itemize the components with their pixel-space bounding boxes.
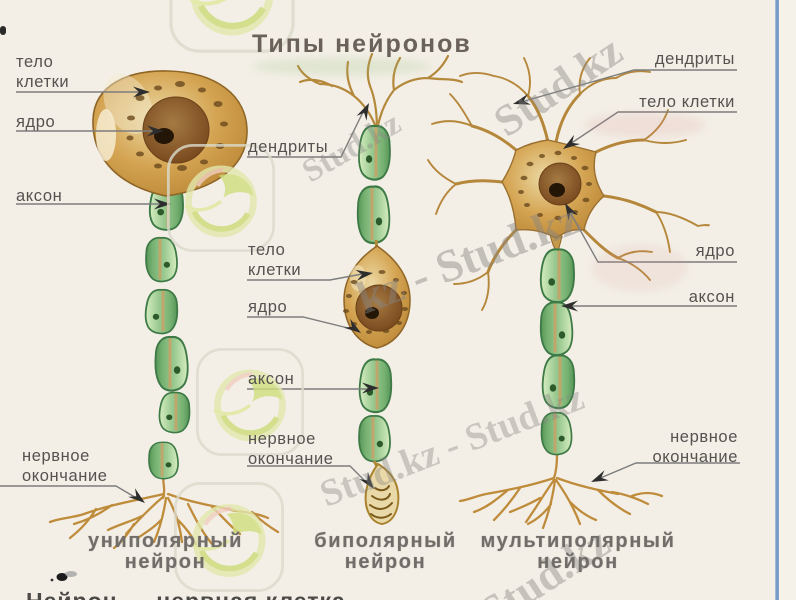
caption-unipolar-neuron: униполярный нейрон: [88, 530, 243, 573]
page-edge-line: [775, 0, 779, 600]
label-bipolar-axon: аксон: [248, 370, 295, 388]
label-unipolar-nucleus: ядро: [16, 113, 56, 131]
label-leader-lines: [0, 69, 740, 500]
label-multipolar-nucleus: ядро: [695, 242, 735, 260]
caption-bipolar-neuron: биполярный нейрон: [314, 530, 457, 573]
label-multipolar-dendrites: дендриты: [654, 50, 735, 68]
bipolar-upper-process: [355, 124, 392, 245]
multipolar-nissl-speckles: [518, 150, 592, 221]
label-unipolar-axon: аксон: [16, 187, 63, 205]
bipolar-nucleolus: [365, 307, 379, 319]
multipolar-nucleolus: [549, 183, 565, 197]
label-unipolar-nerve-ending: нервное окончание: [22, 447, 108, 485]
bipolar-nerve-ending: [364, 460, 400, 526]
unipolar-nerve-endings: [48, 476, 280, 550]
page-margin-strip: [779, 0, 796, 600]
multipolar-cell-body: [501, 139, 605, 239]
diagram-title: Типы нейронов: [252, 30, 472, 58]
label-unipolar-cell-body: тело клетки: [16, 53, 70, 91]
label-bipolar-cell-body: тело клетки: [248, 241, 302, 279]
bipolar-neuron-drawing: [296, 52, 464, 526]
next-section-heading: Нейрон — нервная клетка: [26, 588, 346, 600]
multipolar-axon-myelin: [539, 233, 576, 456]
label-multipolar-cell-body: тело клетки: [639, 93, 735, 111]
multipolar-nerve-endings: [458, 453, 664, 530]
unipolar-nissl-speckles: [126, 81, 228, 171]
label-bipolar-dendrites: дендриты: [248, 138, 329, 156]
bipolar-nucleus: [355, 284, 403, 332]
bipolar-axon-myelin: [357, 357, 393, 463]
label-arrowheads: [128, 86, 609, 503]
label-multipolar-axon: аксон: [688, 288, 735, 306]
caption-multipolar-neuron: мультиполярный нейрон: [480, 530, 676, 573]
paper-specks: [0, 26, 77, 582]
label-bipolar-nucleus: ядро: [248, 298, 288, 316]
bipolar-dendrites: [296, 52, 464, 132]
label-multipolar-nerve-ending: нервное окончание: [652, 428, 738, 466]
bipolar-cell-body: [343, 239, 411, 349]
label-bipolar-nerve-ending: нервное окончание: [248, 430, 334, 468]
